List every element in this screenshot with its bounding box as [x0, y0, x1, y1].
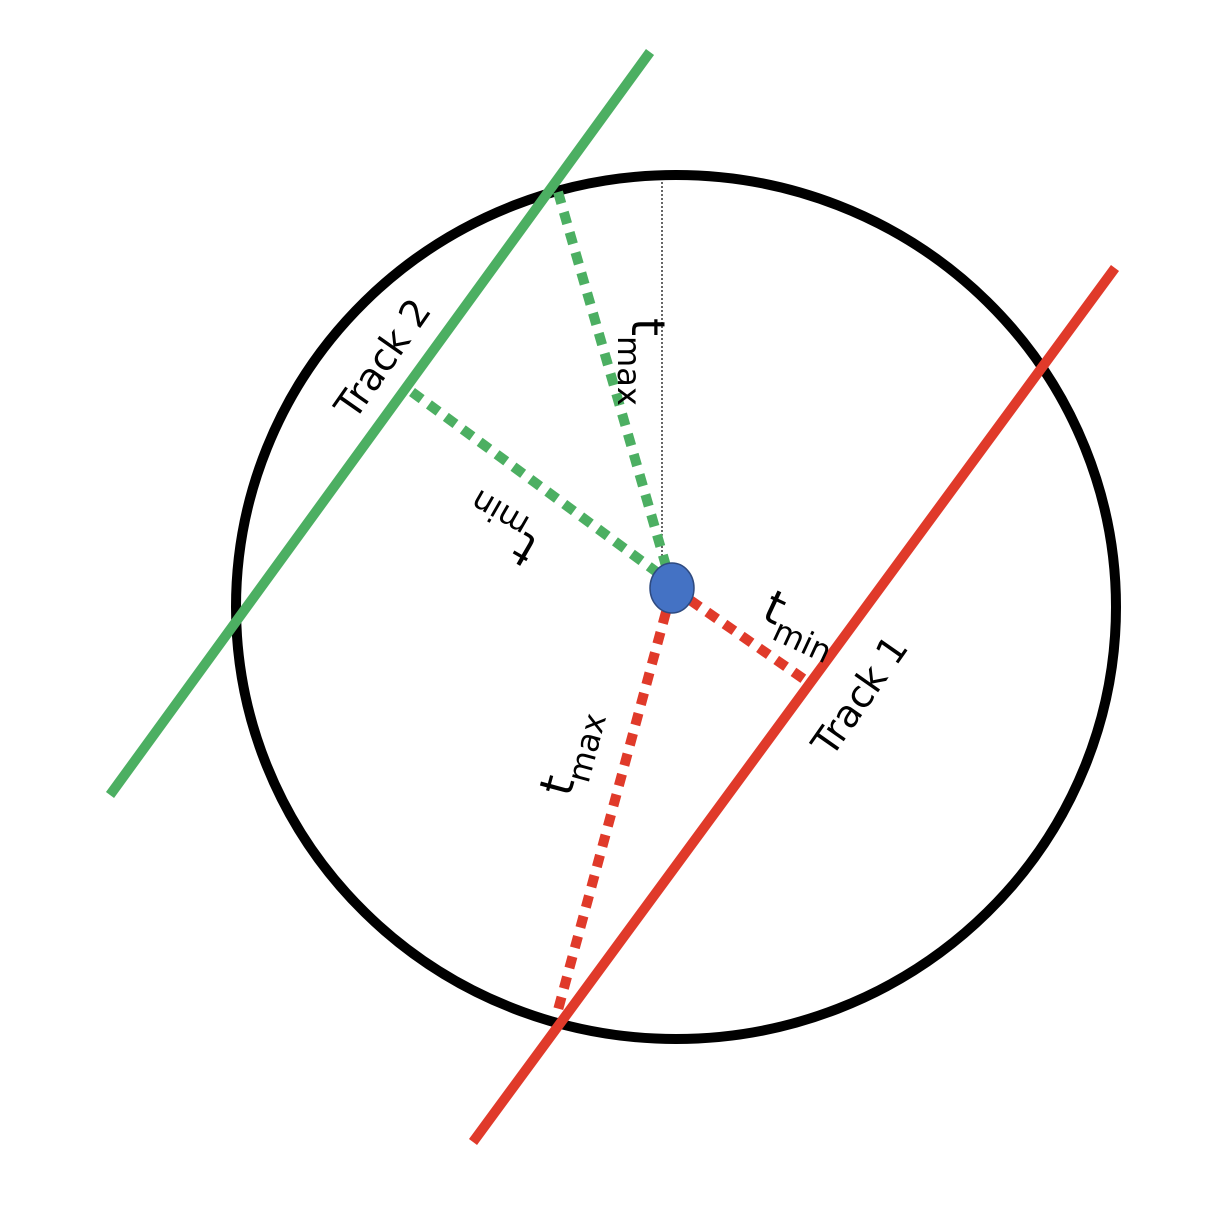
track-2-tmin-dashed-line: [409, 387, 665, 581]
boundary-circle: [231, 170, 1121, 1044]
track-2-tmin-label: tmin: [451, 482, 551, 577]
track-1-tmax-label: tmax: [528, 702, 614, 804]
track-2-line: [105, 49, 655, 798]
track-2-tmax-dashed-line: [553, 190, 671, 568]
track-1-line: [468, 265, 1120, 1145]
track-2-tmax-label: tmax: [610, 318, 675, 406]
vertex-point: [649, 562, 695, 614]
track-1-tmin-dashed-line: [687, 595, 811, 687]
track-1-tmax-dashed-line: [553, 610, 671, 1012]
track-1-tmin-label: tmin: [751, 579, 850, 671]
